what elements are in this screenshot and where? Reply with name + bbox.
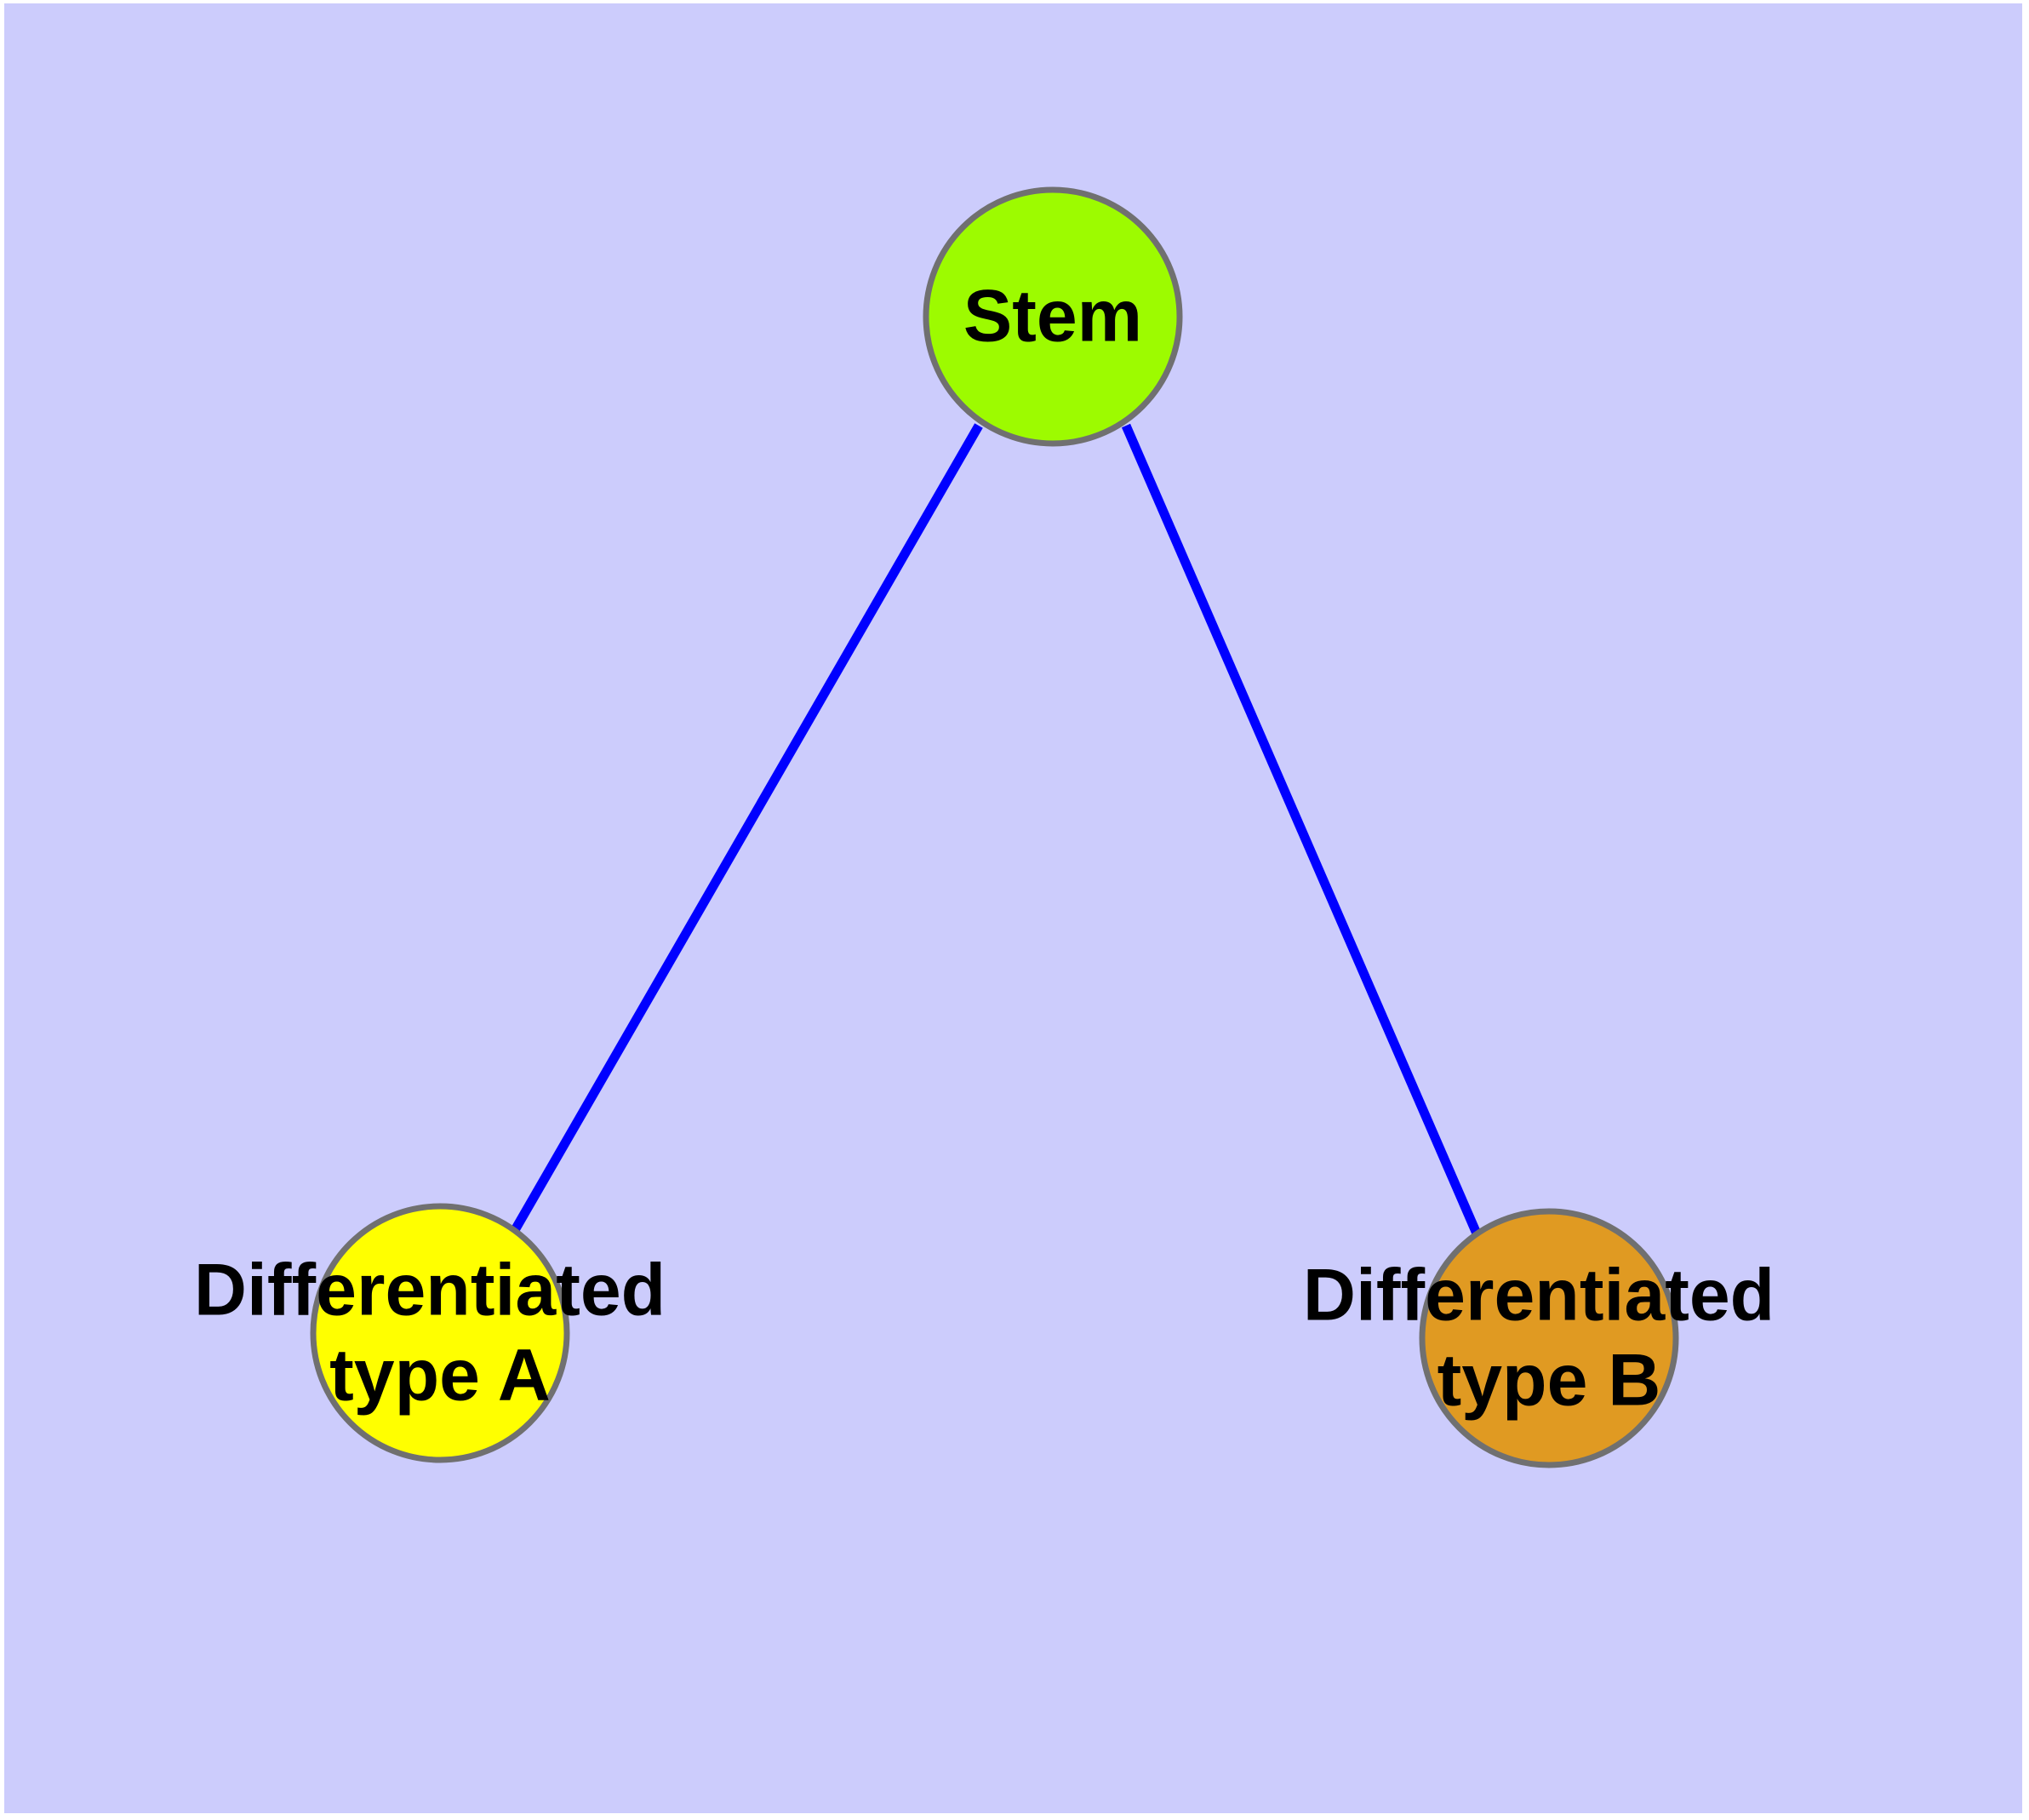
node-circle-differentiated-type-a[interactable] [310,1203,570,1463]
node-circle-stem[interactable] [923,186,1183,447]
node-label-stem: Stem [963,275,1142,357]
edges-layer [511,423,1482,1236]
nodes-layer: Stem Differentiated type A Differentiate… [194,186,1795,1468]
edge-stem-to-differentiated-type-b[interactable] [1121,423,1482,1236]
node-label-differentiated-type-b-line-1: Differentiated [1303,1254,1775,1336]
node-circle-differentiated-type-b[interactable] [1419,1208,1679,1468]
node-label-differentiated-type-a-line-1: Differentiated [194,1249,666,1331]
node-label-differentiated-type-b-line-2: type B [1437,1339,1661,1421]
node-label-stem-line-1: Stem [963,275,1142,357]
edge-stem-to-differentiated-type-a[interactable] [511,423,983,1233]
node-label-differentiated-type-a: Differentiated type A [194,1249,686,1416]
node-label-differentiated-type-a-line-2: type A [329,1334,551,1416]
node-stem[interactable]: Stem [923,186,1183,447]
node-differentiated-type-b[interactable]: Differentiated type B [1303,1208,1795,1468]
node-differentiated-type-a[interactable]: Differentiated type A [194,1203,686,1463]
node-label-differentiated-type-b: Differentiated type B [1303,1254,1795,1421]
